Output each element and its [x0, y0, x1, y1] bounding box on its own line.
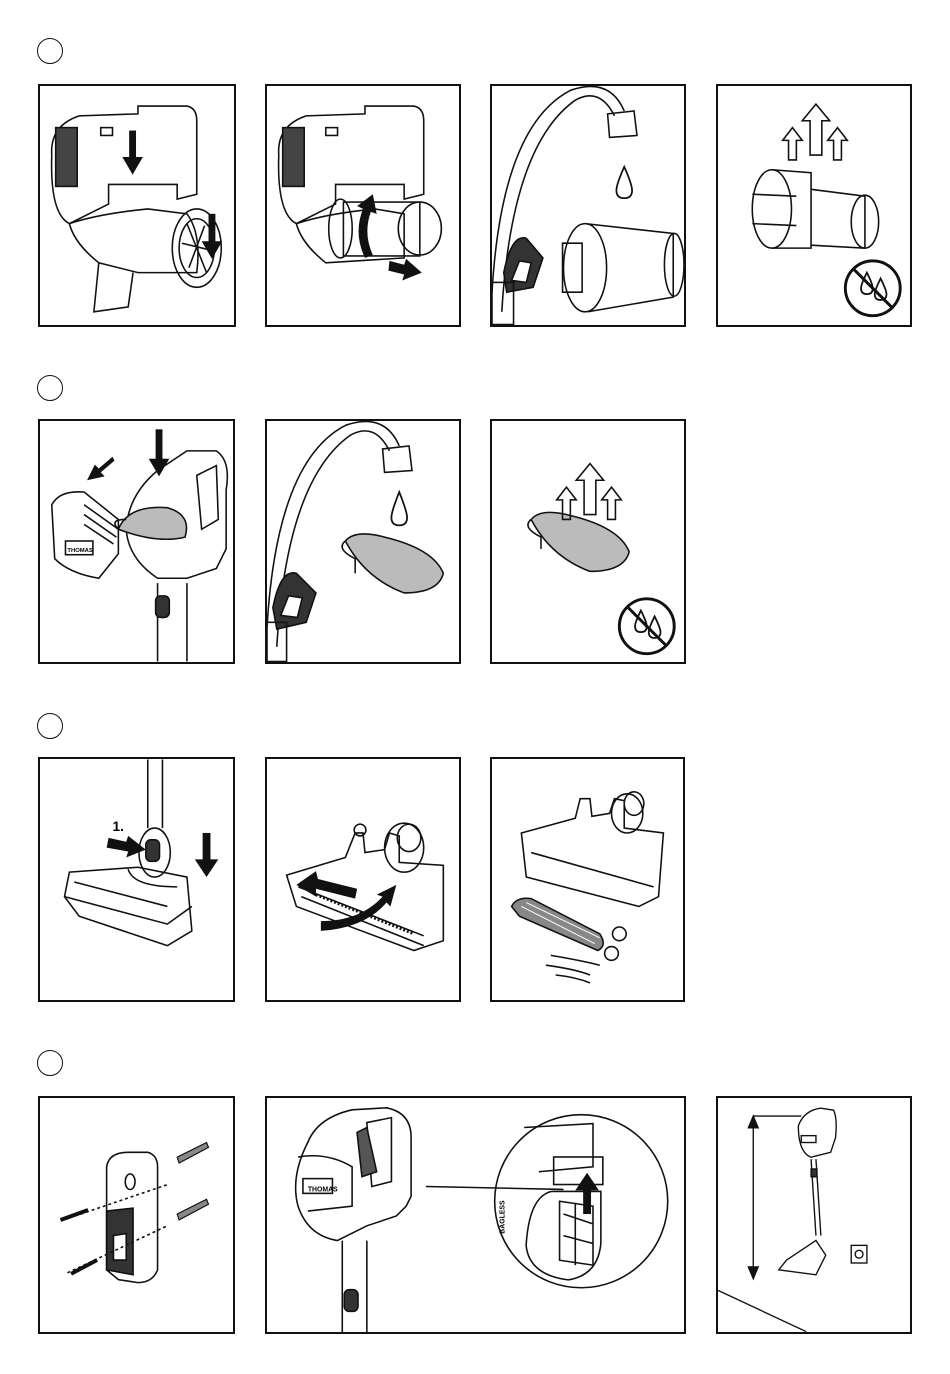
up-arrow-icon	[575, 1173, 599, 1214]
step-marker-4	[37, 1050, 63, 1076]
left-arrow-icon	[296, 871, 357, 898]
panel-filter-remove	[38, 84, 236, 327]
down-arrow-icon	[149, 429, 170, 476]
panel-filter-dry	[716, 84, 912, 327]
rotate-arrow-icon	[357, 194, 377, 258]
water-drop-icon	[616, 167, 632, 198]
steam-arrows-icon	[783, 104, 848, 160]
panel-brush-unlock	[265, 757, 461, 1002]
steam-arrows-icon	[557, 464, 622, 520]
mesh-rinse-illustration	[267, 421, 459, 662]
panel-hang-device: BAGLESS THOMAS	[265, 1096, 686, 1334]
brand-label: THOMAS	[308, 1186, 338, 1193]
panel-storage-upright	[716, 1096, 912, 1334]
brand-label: THOMAS	[67, 548, 92, 554]
brand-side-label: BAGLESS	[500, 1200, 507, 1234]
water-drop-icon	[391, 492, 407, 525]
hang-device-illustration: BAGLESS THOMAS	[267, 1098, 684, 1332]
mesh-dry-illustration	[492, 421, 684, 662]
panel-mesh-remove: THOMAS	[38, 419, 235, 664]
step-marker-1	[37, 38, 63, 64]
panel-wall-mount	[38, 1096, 235, 1334]
mesh-remove-illustration: THOMAS	[40, 421, 233, 662]
panel-nozzle-release: 1.	[38, 757, 235, 1002]
screw	[60, 1208, 98, 1275]
panel-filter-open	[265, 84, 461, 327]
no-water-icon	[845, 261, 900, 316]
brush-unlock-illustration	[267, 759, 459, 1000]
panel-filter-rinse	[490, 84, 686, 327]
nozzle-release-illustration: 1.	[40, 759, 233, 1000]
wall-plug	[177, 1143, 208, 1220]
filter-rinse-illustration	[492, 86, 684, 325]
storage-upright-illustration	[718, 1098, 910, 1332]
no-water-icon	[619, 599, 674, 654]
panel-mesh-dry	[490, 419, 686, 664]
step-marker-2	[37, 375, 63, 401]
down-arrow-icon	[195, 833, 219, 877]
filter-dry-illustration	[718, 86, 910, 325]
brush-remove-illustration	[492, 759, 683, 1000]
panel-mesh-rinse	[265, 419, 461, 664]
step-marker-3	[37, 713, 63, 739]
filter-open-illustration	[267, 86, 459, 325]
right-arrow-icon	[388, 259, 421, 281]
left-arrow-icon	[87, 457, 114, 481]
wall-mount-illustration	[40, 1098, 233, 1332]
step-one-label: 1.	[112, 819, 123, 834]
vacuum-filter-illustration	[40, 86, 234, 325]
right-arrow-icon	[107, 836, 146, 858]
panel-brush-remove	[490, 757, 685, 1002]
